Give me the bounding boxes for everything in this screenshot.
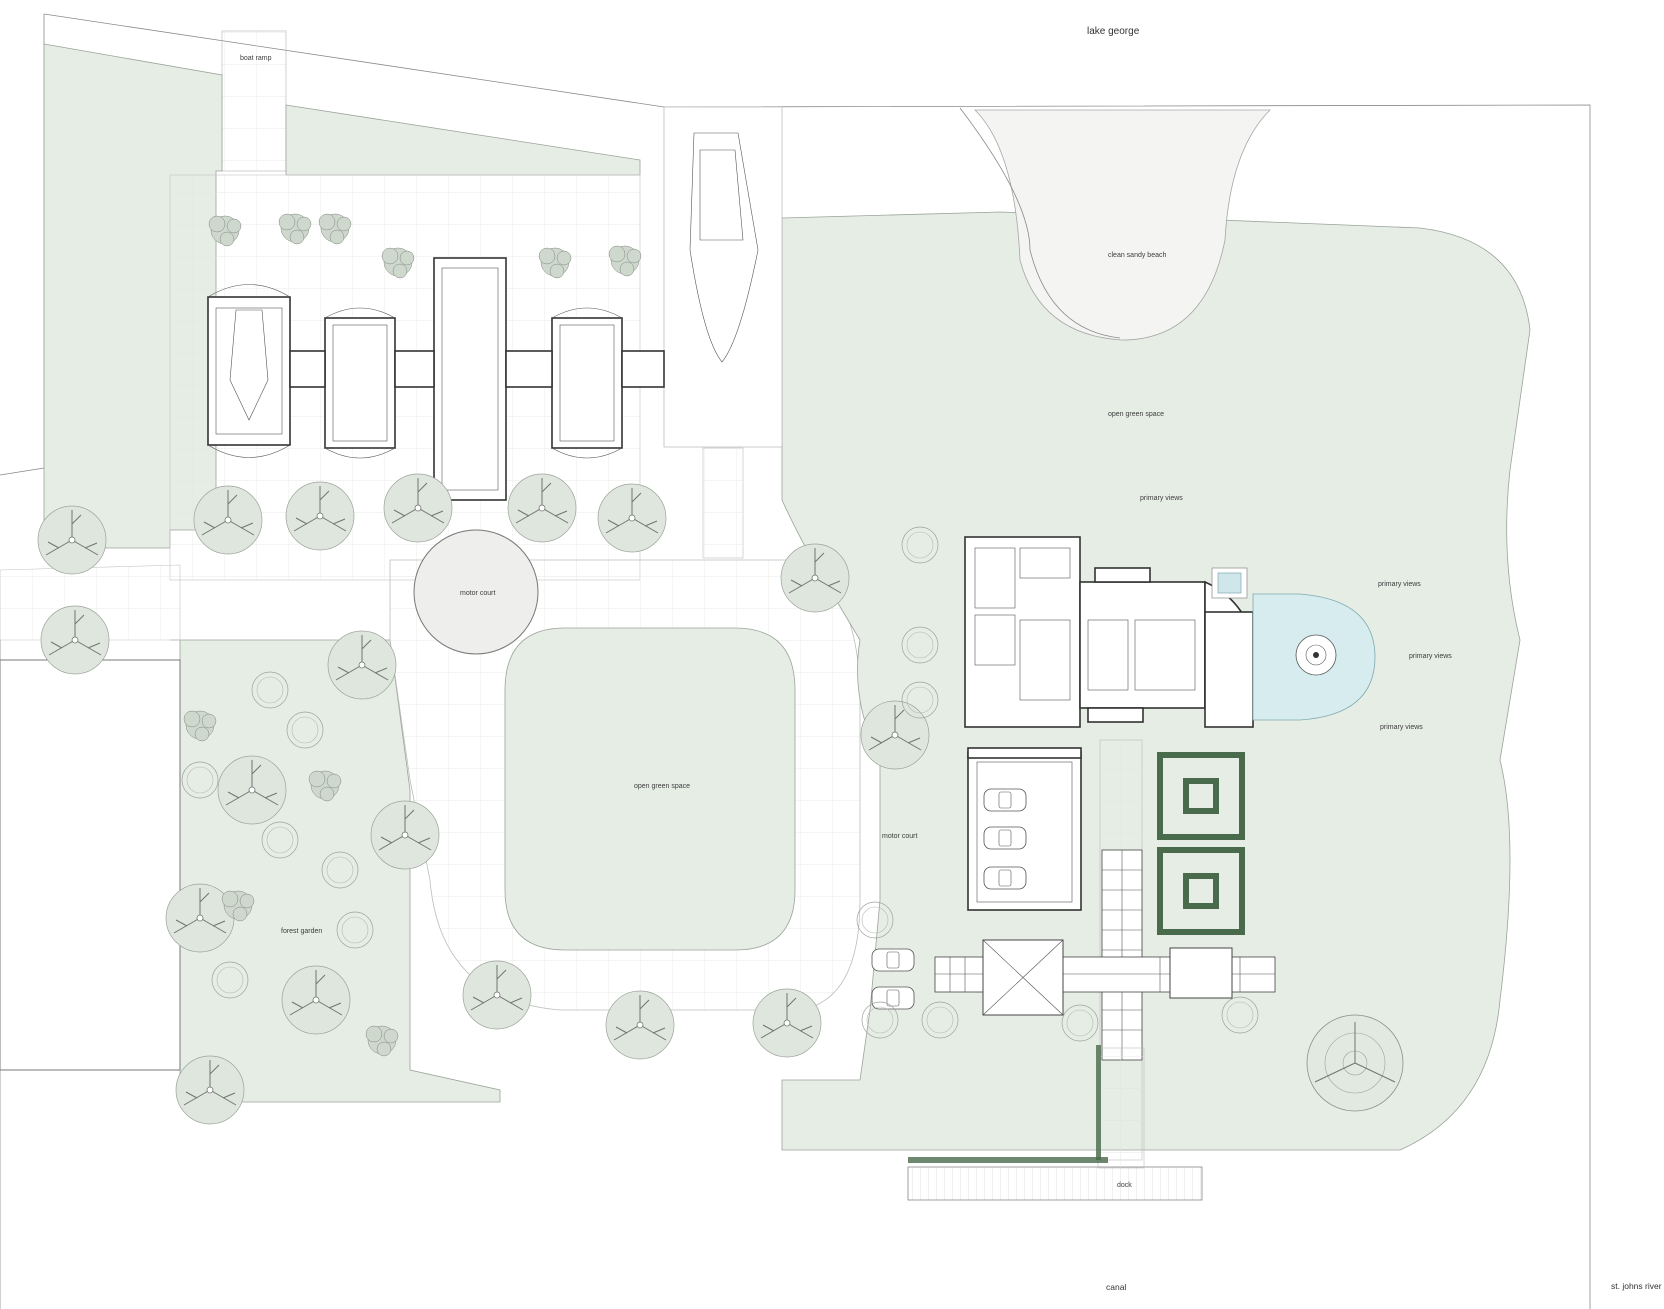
pavilion-east bbox=[1169, 947, 1233, 999]
beach-arc bbox=[959, 107, 1121, 339]
boathouse-complex bbox=[207, 257, 665, 501]
pavilion-roof bbox=[982, 939, 1064, 1016]
main-house bbox=[964, 536, 1256, 728]
pool-fountain-center bbox=[1313, 652, 1319, 658]
yacht-outline bbox=[689, 132, 759, 363]
motor-court-circle bbox=[413, 529, 539, 655]
open-green-center-lawn bbox=[504, 627, 796, 951]
label-lake: lake george bbox=[1087, 26, 1140, 37]
pool-fountain-inner bbox=[1305, 644, 1327, 666]
label-open-green-north: open green space bbox=[1108, 411, 1164, 418]
west-drive bbox=[0, 564, 181, 641]
garage-car-3 bbox=[983, 866, 1027, 890]
beach bbox=[974, 109, 1271, 341]
garage-car-1 bbox=[983, 788, 1027, 812]
label-motor-court-west: motor court bbox=[460, 590, 495, 597]
label-open-green-center: open green space bbox=[634, 783, 690, 790]
label-primary-views-1: primary views bbox=[1140, 495, 1183, 502]
label-dock: dock bbox=[1117, 1182, 1132, 1189]
dock bbox=[907, 1166, 1203, 1201]
boat-ramp bbox=[221, 30, 287, 172]
hedge-garden-north bbox=[1157, 752, 1245, 840]
label-beach: clean sandy beach bbox=[1108, 252, 1166, 259]
hedge-row-vertical bbox=[1096, 1045, 1101, 1160]
parked-car-2 bbox=[871, 986, 915, 1010]
north-lawn-strip bbox=[285, 104, 641, 176]
label-forest-garden: forest garden bbox=[281, 928, 322, 935]
label-primary-views-2: primary views bbox=[1378, 581, 1421, 588]
label-motor-court-east: motor court bbox=[882, 833, 917, 840]
circular-garden bbox=[1306, 1014, 1404, 1112]
garage-car-2 bbox=[983, 826, 1027, 850]
parked-car-1 bbox=[871, 948, 915, 972]
label-river: st. johns river bbox=[1611, 1281, 1662, 1291]
label-primary-views-4: primary views bbox=[1380, 724, 1423, 731]
west-building-footprint bbox=[0, 659, 181, 1071]
stair-path bbox=[702, 447, 744, 559]
hedge-garden-south bbox=[1157, 847, 1245, 935]
label-boat-ramp: boat ramp bbox=[240, 55, 272, 62]
hedge-row bbox=[908, 1157, 1108, 1163]
label-canal: canal bbox=[1106, 1282, 1126, 1292]
label-primary-views-3: primary views bbox=[1409, 653, 1452, 660]
boat-slip bbox=[663, 106, 783, 448]
dock-walkway bbox=[1097, 1047, 1145, 1169]
